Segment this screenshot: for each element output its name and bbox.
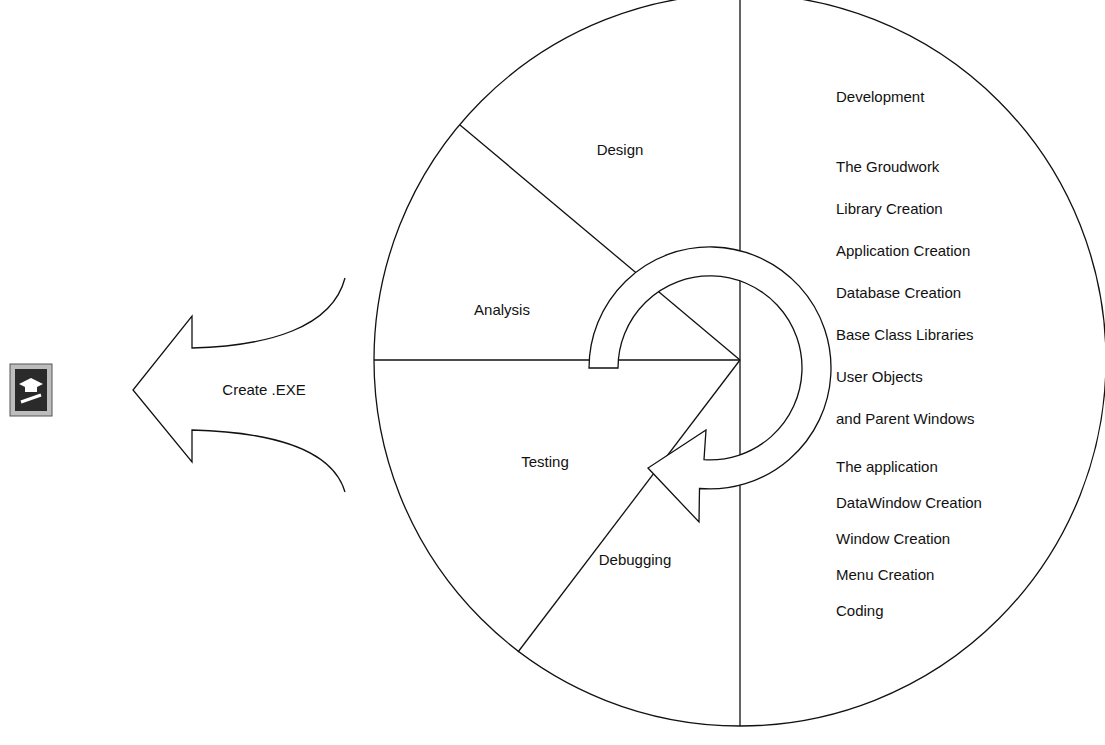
program-icon <box>10 364 52 416</box>
divider-line <box>739 0 740 726</box>
task-item: DataWindow Creation <box>836 494 982 512</box>
task-item: Coding <box>836 602 884 620</box>
task-item: Base Class Libraries <box>836 326 974 344</box>
section-heading: Development <box>836 88 924 106</box>
output-arrow <box>133 278 345 492</box>
task-item: The Groudwork <box>836 158 939 176</box>
phase-name: Analysis <box>474 301 530 319</box>
arrow-label: Create .EXE <box>222 381 305 399</box>
task-item: Application Creation <box>836 242 970 260</box>
divider-line <box>374 359 740 360</box>
divider-line <box>518 360 740 652</box>
phase-name: Debugging <box>599 551 672 569</box>
phase-name: Testing <box>521 453 569 471</box>
phase-name: Design <box>597 141 644 159</box>
task-item: User Objects <box>836 368 923 386</box>
task-item: Library Creation <box>836 200 943 218</box>
task-item: Window Creation <box>836 530 950 548</box>
cycle-circle <box>374 0 1105 726</box>
task-item: The application <box>836 458 938 476</box>
task-item: Database Creation <box>836 284 961 302</box>
cycle-arrow <box>589 247 831 522</box>
task-item: Menu Creation <box>836 566 934 584</box>
task-item: and Parent Windows <box>836 410 974 428</box>
